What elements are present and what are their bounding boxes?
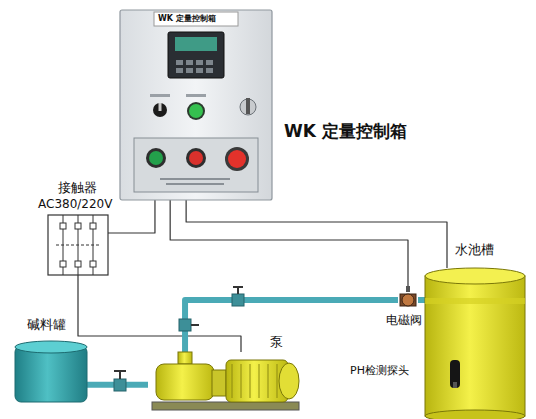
title-label: WK 定量控制箱 [284, 122, 407, 142]
pipe [418, 297, 425, 303]
control-box: WK 定量控制箱 [120, 10, 272, 200]
tank-top [425, 268, 525, 284]
tank-top [15, 341, 87, 353]
tank-label: 水池槽 [455, 243, 494, 258]
tank-band [425, 298, 525, 304]
alkali-tank: 碱料罐 [15, 340, 87, 402]
wire [108, 200, 155, 233]
pump-head [156, 364, 214, 400]
terminal [75, 223, 81, 229]
pipe [87, 382, 148, 388]
motor-fin [232, 364, 233, 398]
motor-fin [241, 364, 242, 398]
wire [78, 275, 241, 352]
ball-valve [179, 319, 199, 331]
motor-fin [268, 364, 269, 398]
valve-label: 电磁阀 [386, 314, 422, 328]
ph-probe-shape [450, 360, 460, 388]
button-base [187, 102, 205, 120]
button-panel [134, 138, 258, 192]
display-screen [175, 37, 217, 51]
pump-label: 泵 [270, 335, 283, 350]
motor-fin [250, 364, 251, 398]
water-tank-shape [425, 268, 525, 416]
contactor-body [48, 215, 108, 275]
ph-probe: PH检测探头 [450, 360, 460, 388]
ball-valve [232, 287, 244, 306]
valve-coil [402, 294, 414, 306]
keypad-key [196, 60, 203, 65]
coupling [212, 370, 226, 396]
motor-cap [279, 363, 299, 399]
tiny-plate [166, 183, 224, 185]
nameplate [154, 12, 238, 26]
keypad-key [186, 60, 193, 65]
ball-valve [114, 371, 126, 391]
motor-fin [277, 364, 278, 398]
pump-shape [148, 352, 303, 410]
valve-body [400, 294, 416, 306]
keypad-key [206, 68, 213, 73]
tank-bottom [425, 410, 525, 419]
selector-knob [153, 103, 167, 117]
key [246, 98, 250, 114]
water-tank: 水池槽PH检测探头 [425, 268, 525, 416]
probe-body [450, 360, 460, 388]
cabinet-body [120, 10, 272, 200]
keypad-key [186, 68, 193, 73]
tank-body [425, 276, 525, 416]
alkali-tank-shape [15, 340, 87, 402]
controller [168, 32, 224, 78]
terminal [90, 223, 96, 229]
solenoid-valve: 电磁阀 [398, 290, 418, 310]
knob-mark [159, 103, 162, 111]
pump: 泵 [148, 352, 303, 410]
tiny-plate [160, 178, 230, 180]
keypad-key [206, 60, 213, 65]
keypad-key [196, 68, 203, 73]
nameplate-text: WK 定量控制箱 [158, 14, 216, 23]
tiny-plate [150, 94, 170, 97]
coil-link [56, 245, 100, 246]
solenoid-valve-shape [398, 290, 418, 310]
terminal [90, 261, 96, 267]
pump-outlet [178, 352, 192, 364]
probe-tip [453, 382, 457, 388]
wire [186, 200, 447, 268]
button-base [186, 148, 206, 168]
tiny-plate [186, 94, 206, 97]
button-base [225, 147, 249, 171]
motor-fin [259, 364, 260, 398]
stop-button [228, 150, 246, 168]
pipe [185, 300, 398, 352]
contactor-box-shape [48, 215, 108, 275]
green-button [149, 151, 163, 165]
keypad-key [176, 68, 183, 73]
terminal [75, 261, 81, 267]
keypad-key [176, 60, 183, 65]
control-box-shape [120, 10, 272, 200]
contactor-box: 接触器AC380/220V [48, 215, 108, 275]
terminal [60, 261, 66, 267]
red-button [189, 151, 203, 165]
pump-base [152, 402, 299, 410]
key-switch [240, 99, 256, 115]
probe-label: PH检测探头 [350, 365, 409, 378]
valve-stem [406, 286, 410, 292]
wire [170, 200, 408, 290]
contactor-title: 接触器 [58, 181, 97, 196]
button-base [146, 148, 166, 168]
tank-body [15, 346, 87, 402]
green-lamp [189, 104, 203, 118]
terminal [60, 223, 66, 229]
tank-label: 碱料罐 [27, 318, 66, 333]
voltage-label: AC380/220V [38, 198, 112, 212]
